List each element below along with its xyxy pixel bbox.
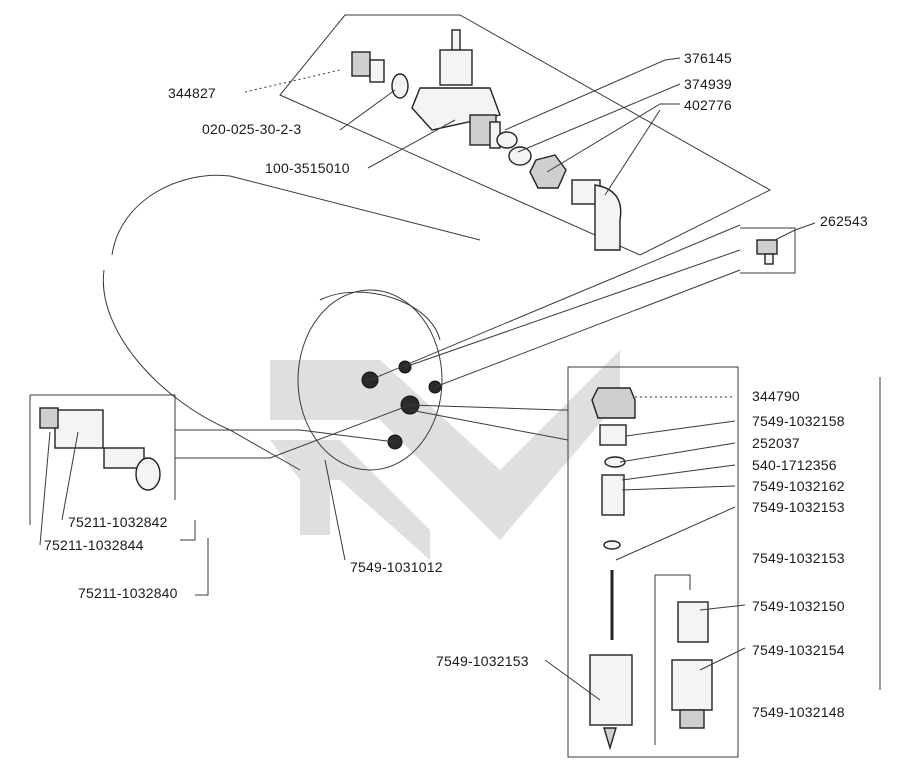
air-tank	[102, 174, 481, 471]
label-7549-1032162: 7549-1032162	[752, 478, 845, 494]
label-344827: 344827	[168, 85, 216, 101]
tee-fitting-group	[29, 394, 209, 596]
label-75211-1032842: 75211-1032842	[68, 514, 168, 530]
label-344790: 344790	[752, 388, 800, 404]
label-402776: 402776	[684, 97, 732, 113]
leader-lines	[39, 57, 816, 701]
washer-376145	[496, 131, 532, 166]
drain-valve-parts	[589, 387, 713, 751]
label-7549-1032153-b: 7549-1032153	[752, 550, 845, 566]
label-540-1712356: 540-1712356	[752, 457, 837, 473]
fitting-344827	[351, 51, 409, 99]
part-labels: 344827 020-025-30-2-3 100-3515010 376145…	[44, 50, 868, 720]
watermark-logo	[270, 350, 620, 560]
label-75211-1032844: 75211-1032844	[44, 537, 144, 553]
label-7549-1032158: 7549-1032158	[752, 413, 845, 429]
label-7549-1032153-a: 7549-1032153	[752, 499, 845, 515]
label-100-3515010: 100-3515010	[265, 160, 350, 176]
label-7549-1032148: 7549-1032148	[752, 704, 845, 720]
label-7549-1031012: 7549-1031012	[350, 559, 443, 575]
plug-262543	[740, 227, 796, 274]
label-7549-1032153-c: 7549-1032153	[436, 653, 529, 669]
elbow-402776	[571, 179, 622, 251]
label-376145: 376145	[684, 50, 732, 66]
label-252037: 252037	[752, 435, 800, 451]
label-374939: 374939	[684, 76, 732, 92]
label-262543: 262543	[820, 213, 868, 229]
label-75211-1032840: 75211-1032840	[78, 585, 178, 601]
label-020-025-30-2-3: 020-025-30-2-3	[202, 121, 301, 137]
label-7549-1032150: 7549-1032150	[752, 598, 845, 614]
pressure-regulator-valve	[411, 29, 501, 149]
drain-valve-assembly-outline	[567, 366, 881, 758]
label-7549-1032154: 7549-1032154	[752, 642, 845, 658]
